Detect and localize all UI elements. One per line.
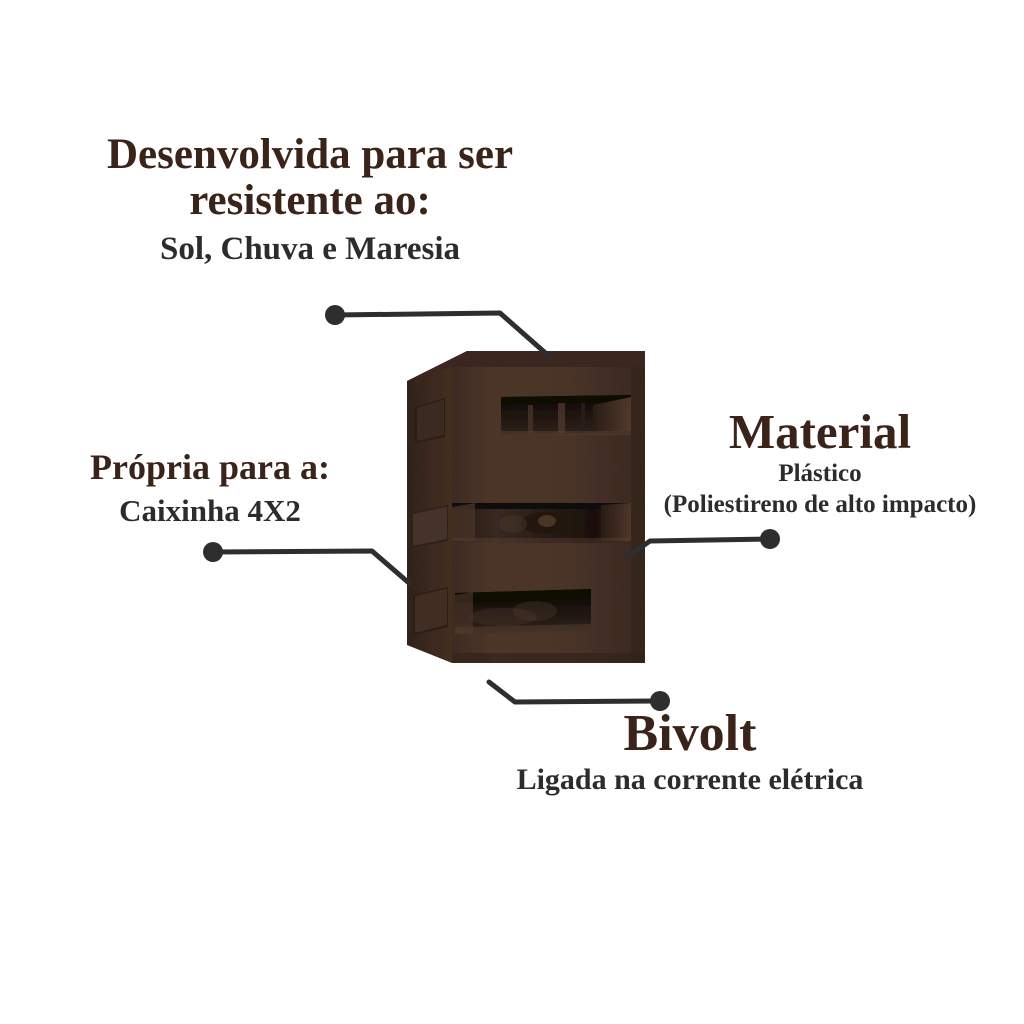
callout-material-sub2: (Poliestireno de alto impacto) — [663, 491, 977, 519]
leader-dot-resistencia — [325, 305, 345, 325]
leader-line-bivolt — [486, 679, 663, 705]
callout-resistencia-sub: Sol, Chuva e Maresia — [159, 231, 461, 267]
callout-caixinha-heading: Própria para a: — [90, 447, 330, 487]
callout-material-sub: Plástico — [778, 460, 862, 488]
callout-material: Material Plástico (Poliestireno de alto … — [616, 404, 1024, 520]
leader-dot-caixinha — [203, 542, 223, 562]
callout-bivolt-sub: Ligada na corrente elétrica — [516, 762, 864, 796]
callout-resistencia: Desenvolvida para ser resistente ao: Sol… — [0, 131, 620, 269]
callout-bivolt-heading: Bivolt — [623, 705, 757, 762]
leader-dot-material — [760, 529, 780, 549]
callout-bivolt: Bivolt Ligada na corrente elétrica — [440, 706, 940, 797]
callout-caixinha-sub: Caixinha 4X2 — [119, 492, 301, 528]
callout-material-heading: Material — [728, 404, 912, 459]
callout-resistencia-heading-line2: resistente ao: — [189, 177, 431, 224]
product-image — [395, 345, 645, 685]
leader-line-caixinha — [210, 548, 412, 586]
callout-caixinha: Própria para a: Caixinha 4X2 — [10, 448, 410, 528]
callout-resistencia-heading-line1: Desenvolvida para ser — [106, 131, 514, 178]
leader-line-material — [624, 536, 773, 560]
